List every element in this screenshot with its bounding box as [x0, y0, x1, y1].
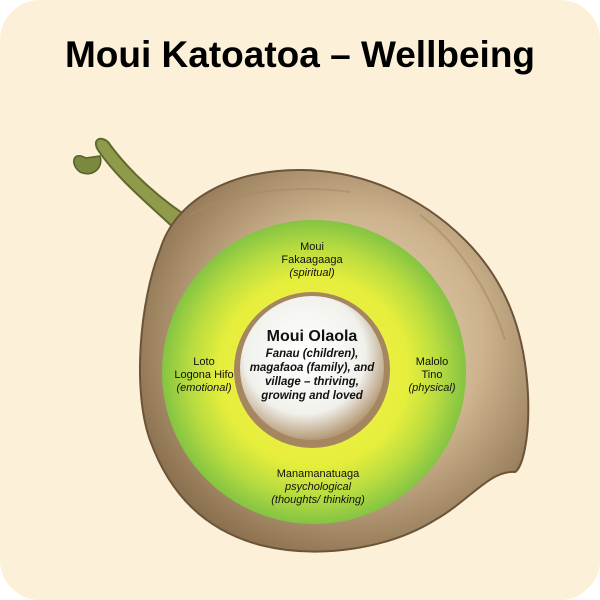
segment-spiritual-line-1: Moui: [300, 241, 324, 253]
segment-physical-line-2: Tino: [421, 369, 443, 381]
segment-spiritual-english: (spiritual): [289, 267, 335, 279]
coconut-flesh: [240, 296, 384, 440]
segment-psychological-line-1: Manamanatuaga: [276, 468, 360, 480]
coconut-stem: [94, 137, 198, 234]
segment-psychological-english: psychological (thoughts/ thinking): [271, 481, 365, 506]
segment-spiritual: Moui Fakaagaaga (spiritual): [262, 241, 362, 280]
segment-physical: Malolo Tino (physical): [400, 356, 464, 395]
segment-emotional-line-2: Logona Hifo: [174, 369, 234, 381]
segment-emotional-line-1: Loto: [193, 356, 215, 368]
segment-emotional: Loto Logona Hifo (emotional): [164, 356, 244, 395]
segment-physical-line-1: Malolo: [415, 356, 449, 368]
page-title: Moui Katoatoa – Wellbeing: [64, 34, 536, 75]
segment-emotional-english: (emotional): [176, 382, 232, 394]
segment-physical-english: (physical): [408, 382, 456, 394]
center-title: Moui Olaola: [266, 328, 358, 345]
segment-psychological: Manamanatuaga psychological (thoughts/ t…: [262, 468, 374, 507]
segment-spiritual-line-2: Fakaagaaga: [281, 254, 343, 266]
stem-tip: [73, 155, 102, 175]
center-label: Moui Olaola Fanau (children), magafaoa (…: [248, 327, 376, 403]
center-description: Fanau (children), magafaoa (family), and…: [249, 348, 375, 402]
